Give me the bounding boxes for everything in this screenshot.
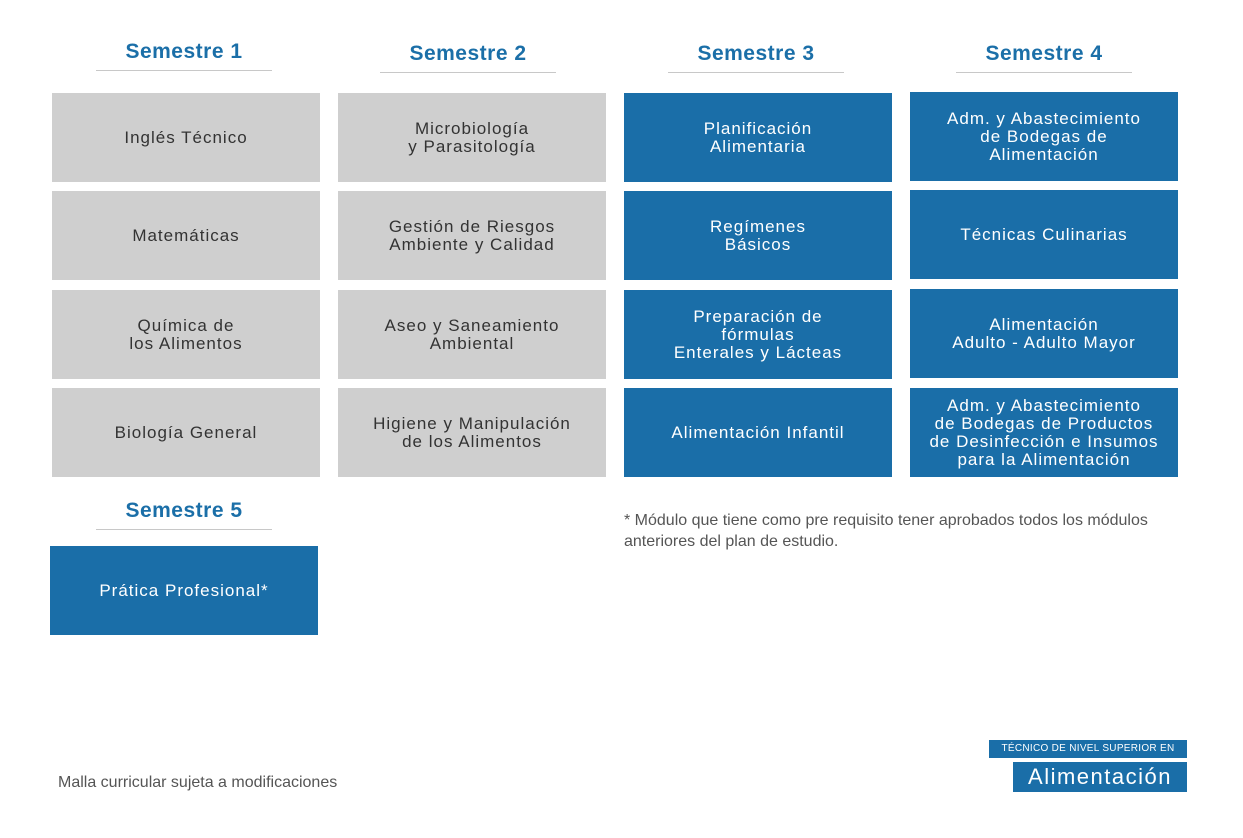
semester-4-heading: Semestre 4 <box>956 42 1132 73</box>
module-preparacion-formulas: Preparación de fórmulas Enterales y Láct… <box>624 290 892 379</box>
logo-title: Alimentación <box>1013 762 1187 792</box>
footer-note: Malla curricular sujeta a modificaciones <box>58 774 338 791</box>
module-higiene-manipulacion: Higiene y Manipulación de los Alimentos <box>338 388 606 477</box>
module-planificacion-alimentaria: Planificación Alimentaria <box>624 93 892 182</box>
prerequisite-note: * Módulo que tiene como pre requisito te… <box>624 512 1148 550</box>
semester-5-heading: Semestre 5 <box>96 499 272 530</box>
module-gestion-riesgos: Gestión de Riesgos Ambiente y Calidad <box>338 191 606 280</box>
module-adm-bodegas-desinfeccion: Adm. y Abastecimiento de Bodegas de Prod… <box>910 388 1178 477</box>
module-microbiologia: Microbiología y Parasitología <box>338 93 606 182</box>
module-alimentacion-adulto: Alimentación Adulto - Adulto Mayor <box>910 289 1178 378</box>
semester-1-heading: Semestre 1 <box>96 40 272 71</box>
semester-2-heading: Semestre 2 <box>380 42 556 73</box>
module-tecnicas-culinarias: Técnicas Culinarias <box>910 190 1178 279</box>
module-biologia-general: Biología General <box>52 388 320 477</box>
semester-3-heading: Semestre 3 <box>668 42 844 73</box>
logo-subtitle: TÉCNICO DE NIVEL SUPERIOR EN <box>989 740 1187 758</box>
module-adm-bodegas-alimentacion: Adm. y Abastecimiento de Bodegas de Alim… <box>910 92 1178 181</box>
module-quimica-alimentos: Química de los Alimentos <box>52 290 320 379</box>
module-aseo-saneamiento: Aseo y Saneamiento Ambiental <box>338 290 606 379</box>
module-regimenes-basicos: Regímenes Básicos <box>624 191 892 280</box>
module-alimentacion-infantil: Alimentación Infantil <box>624 388 892 477</box>
module-practica-profesional: Prática Profesional* <box>50 546 318 635</box>
module-ingles-tecnico: Inglés Técnico <box>52 93 320 182</box>
module-matematicas: Matemáticas <box>52 191 320 280</box>
